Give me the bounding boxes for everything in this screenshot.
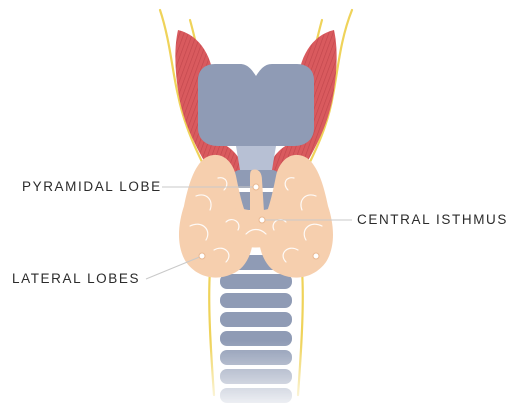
label-lateral-lobes: LATERAL LOBES	[12, 272, 140, 286]
central-isthmus	[230, 206, 282, 248]
lateral-left-dot	[199, 253, 205, 259]
label-central-isthmus: CENTRAL ISTHMUS	[357, 213, 508, 227]
central-dot	[259, 217, 265, 223]
lateral-right-dot	[313, 253, 319, 259]
pyramidal-dot	[253, 184, 259, 190]
label-pyramidal-lobe: PYRAMIDAL LOBE	[22, 180, 162, 194]
